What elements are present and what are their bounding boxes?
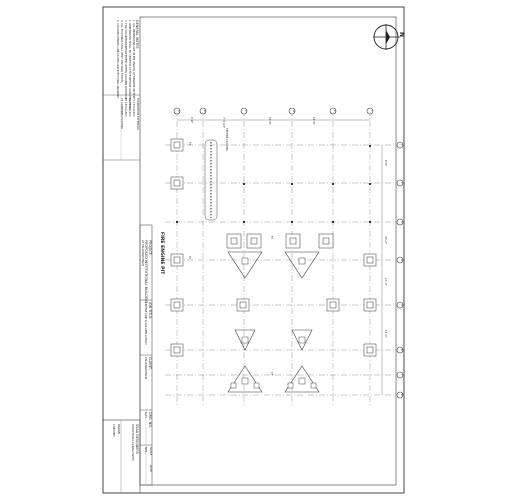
legend-item-4: CF COMBINED FOOTING <box>120 98 123 130</box>
north-label: N <box>398 32 405 38</box>
grid-bubble-a: A <box>176 110 180 112</box>
footing-mark-3: F3 <box>270 236 273 240</box>
note-5: 5. COLUMN CENTRE LINE AS PER ARCHITECTUR… <box>116 20 119 99</box>
grid-bubble-3: 3 <box>399 221 403 223</box>
grid-bubble-c: C <box>243 110 247 112</box>
footing-mark-4: CF <box>270 372 273 376</box>
client-heading: CLIENT: <box>148 357 152 370</box>
dim-label-3: 14'-6" <box>268 117 271 125</box>
scale-label: SCALE <box>149 447 152 456</box>
dim-label-6: 20'-0" <box>384 236 387 244</box>
note-3: 3. FOR COLUMN REINFORCEMENT REFER COLUMN… <box>124 20 127 100</box>
north-arrow-icon <box>373 24 400 50</box>
dim-label-5: 9'-6" <box>384 160 387 167</box>
project-name: PROPOSED INSTITUTIONAL BUILDING <box>144 240 148 304</box>
note-4: 4. ALL FOOTINGS SHALL REST ON HARD STRAT… <box>120 20 123 83</box>
dim-label-1: 9'-6" <box>190 117 193 124</box>
footing-mark-1: F1 <box>188 142 191 146</box>
column-marks <box>176 145 371 223</box>
dimension-lines <box>177 119 383 395</box>
grid-bubble-7: 7 <box>399 374 403 376</box>
footing-pads <box>170 138 377 357</box>
firm-sub: STRUCTURAL CONSULTANTS <box>131 424 134 461</box>
date-label: DATE <box>149 465 152 472</box>
client-name: VISAKHAPATNAM <box>144 357 147 379</box>
grid-bubble-e: E <box>332 110 336 112</box>
note-1: 1. ALL DIMENSIONS ARE IN MM UNLESS OTHER… <box>132 20 135 98</box>
legend-item-1: F1 1200x1200 <box>132 98 135 117</box>
notes-heading: GENERAL NOTES <box>135 20 139 49</box>
grid-bubble-1: 1 <box>399 144 403 146</box>
dotted-wall <box>204 139 218 221</box>
legend-heading: FOUNDATION SCHEDULE <box>136 98 139 131</box>
drawing-no: S-01 <box>144 412 147 418</box>
grid-bubble-b: B <box>202 110 206 112</box>
grid-bubbles-right <box>396 141 404 399</box>
column-label: CENTRE COLUMN <box>225 128 228 151</box>
project-heading: PROJECT: <box>148 240 152 256</box>
outer-border <box>102 6 405 494</box>
combined-footings <box>227 251 320 393</box>
dim-label-2: 7'-3 1/2" <box>222 117 225 129</box>
legend-item-3: F3 1800x1800 <box>124 98 127 117</box>
scale-value: NTS <box>144 447 147 453</box>
grid-bubble-5: 5 <box>399 304 403 306</box>
grid-bubble-6: 6 <box>399 349 403 351</box>
dim-label-4: 14'-6" <box>312 117 315 125</box>
project-sub: AT VISAKHAPATNAM <box>141 240 144 266</box>
drawn-label: DRAWN <box>117 424 120 434</box>
firm-block <box>102 419 141 494</box>
footing-mark-2: F2 <box>188 256 191 260</box>
note-2: 2. DIMENSIONS SHALL BE VERIFIED AT SITE … <box>128 20 131 110</box>
dim-label-8: 15'-0" <box>384 330 387 338</box>
checked-label: CHECKED <box>112 424 115 437</box>
plan-title: FIRE ENGINE PIT <box>159 232 164 275</box>
grid-bubble-f: F <box>369 110 373 112</box>
grid-bubble-2: 2 <box>399 182 403 184</box>
grid-bubble-d: D <box>291 110 295 112</box>
legend-item-2: F2 1500x1500 <box>128 98 131 117</box>
grid-bubble-8: 8 <box>399 394 403 396</box>
drawing-no-label: DRG. NO. <box>148 412 152 428</box>
job-title: CENTRE LINE & COLUMN LAYOUT <box>144 302 147 345</box>
job-title-heading: JOB TITLE: <box>148 302 152 320</box>
grid-bubbles-top <box>173 107 374 115</box>
dim-label-7: 10'-0" <box>384 278 387 286</box>
firm-name: SSAA DESIGNERS <box>135 424 139 454</box>
grid-bubble-4: 4 <box>399 259 403 261</box>
